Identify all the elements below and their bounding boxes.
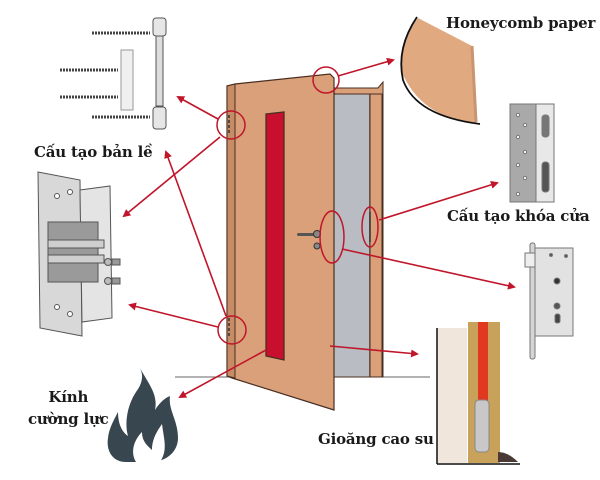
arrow-honeycomb	[337, 57, 395, 77]
label-tempered-glass: Kính cường lực	[28, 386, 109, 430]
honeycomb-board-image	[400, 16, 481, 125]
label-rubber-gasket: Gioăng cao su	[318, 430, 434, 448]
arrow-gasket	[329, 345, 419, 358]
door-leaf	[226, 73, 371, 411]
arrow-strike	[378, 180, 499, 221]
label-hinge-structure: Cấu tạo bản lề	[34, 143, 153, 161]
door-handle	[297, 230, 321, 250]
arrow-lock	[341, 248, 516, 290]
callout-arrows	[122, 57, 516, 398]
callout-hinge-bottom	[217, 315, 247, 345]
callout-lock-edge	[319, 210, 345, 264]
arrow-hinge-a	[176, 96, 219, 120]
tempered-glass-panel	[265, 111, 285, 361]
door-frame	[328, 80, 384, 378]
callout-circles	[216, 66, 379, 345]
callout-top-corner	[312, 66, 340, 94]
strike-plate-image	[509, 103, 555, 203]
arrow-hinge-b	[122, 136, 221, 218]
arrow-hinge-d	[128, 302, 219, 328]
callout-hinge-top	[216, 110, 246, 140]
hinge-component-image	[60, 17, 167, 130]
arrow-hinge-c	[164, 150, 227, 317]
arrow-glass	[178, 349, 267, 398]
label-lock-structure: Cấu tạo khóa cửa	[447, 207, 590, 225]
label-tempered-glass-line2: cường lực	[28, 410, 109, 428]
callout-strike	[361, 206, 379, 248]
mortise-lock-image	[524, 242, 574, 360]
label-tempered-glass-line1: Kính	[48, 388, 89, 406]
fire-icon	[107, 368, 178, 462]
concealed-hinge-image	[37, 171, 121, 337]
label-honeycomb-paper: Honeycomb paper	[446, 14, 596, 32]
rubber-gasket-image	[436, 322, 520, 465]
